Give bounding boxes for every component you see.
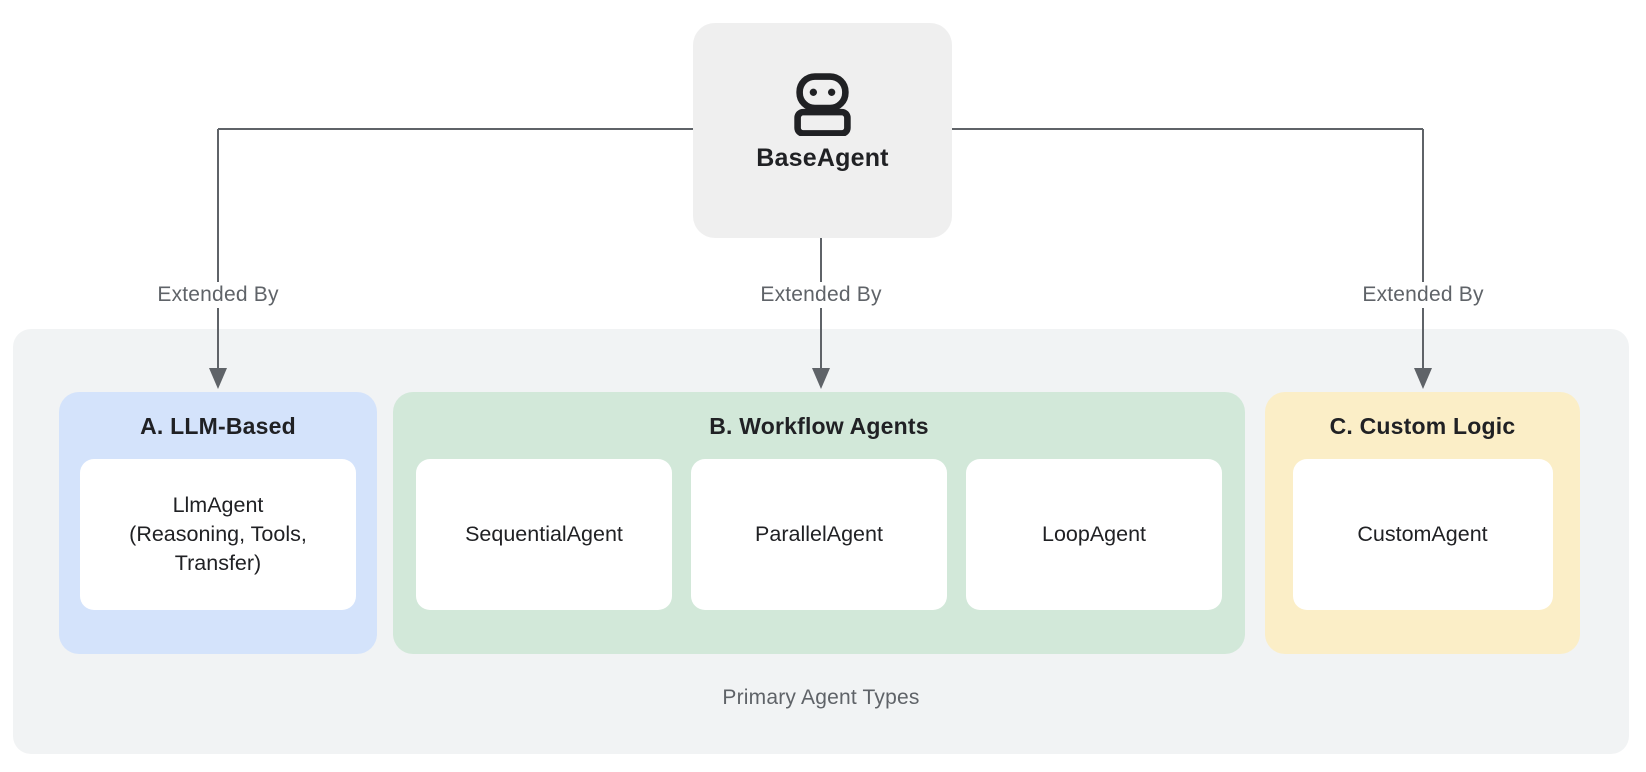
card-label-line: LlmAgent: [172, 493, 264, 517]
arrowhead-right: [1414, 368, 1432, 389]
card-row: CustomAgent: [1265, 459, 1580, 610]
parallel-agent-card: ParallelAgent: [691, 459, 947, 610]
card-label-line: LoopAgent: [1041, 522, 1146, 546]
arrowhead-left: [209, 368, 227, 389]
primary-agent-types-panel: A. LLM-Based LlmAgent (Reasoning, Tools,…: [13, 329, 1629, 754]
section-title-custom-logic: C. Custom Logic: [1329, 413, 1516, 439]
edge-label-extended-by-middle: Extended By: [751, 282, 891, 308]
section-custom-logic: C. Custom Logic CustomAgent: [1265, 392, 1580, 654]
sequential-agent-card: SequentialAgent: [416, 459, 672, 610]
card-label-line: (Reasoning, Tools,: [129, 522, 307, 546]
card-label-line: CustomAgent: [1357, 522, 1488, 546]
edge-label-extended-by-left: Extended By: [148, 282, 288, 308]
section-title-llm-based: A. LLM-Based: [140, 413, 296, 439]
base-agent-label: BaseAgent: [756, 144, 889, 172]
loop-agent-card: LoopAgent: [966, 459, 1222, 610]
card-row: SequentialAgent ParallelAgent LoopAgent: [393, 459, 1245, 610]
card-label-line: Transfer): [174, 551, 262, 575]
panel-caption: Primary Agent Types: [722, 686, 920, 709]
llm-agent-card: LlmAgent (Reasoning, Tools, Transfer): [80, 459, 356, 610]
base-agent-node: BaseAgent: [693, 23, 952, 238]
section-workflow-agents: B. Workflow Agents SequentialAgent Paral…: [393, 392, 1245, 654]
card-row: LlmAgent (Reasoning, Tools, Transfer): [59, 459, 377, 610]
section-llm-based: A. LLM-Based LlmAgent (Reasoning, Tools,…: [59, 392, 377, 654]
custom-agent-card: CustomAgent: [1292, 459, 1553, 610]
section-title-workflow-agents: B. Workflow Agents: [709, 413, 929, 439]
arrowhead-middle: [812, 368, 830, 389]
robot-icon: [794, 73, 851, 136]
edge-label-extended-by-right: Extended By: [1353, 282, 1493, 308]
card-label-line: ParallelAgent: [755, 522, 883, 546]
card-label-line: SequentialAgent: [465, 522, 623, 546]
